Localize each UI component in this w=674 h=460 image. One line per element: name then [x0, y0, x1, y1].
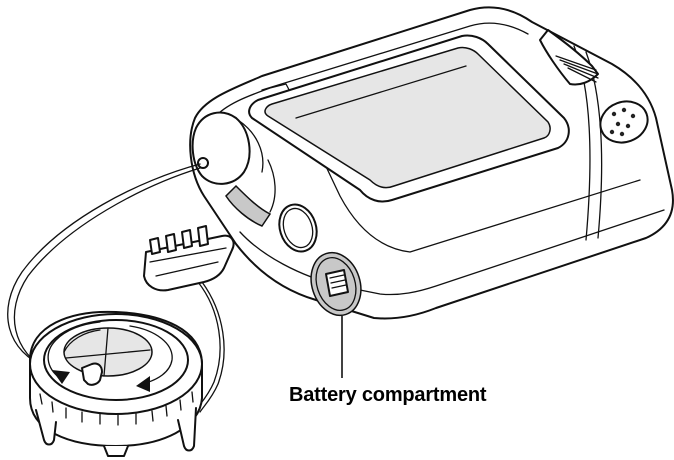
top-control-wheel	[539, 29, 599, 86]
rotate-arrow-right-icon	[129, 325, 173, 385]
rotating-cap	[29, 310, 203, 457]
battery-compartment	[310, 251, 362, 317]
display-screen	[248, 34, 570, 203]
battery-compartment-label: Battery compartment	[289, 384, 487, 406]
clip-connector	[143, 225, 235, 292]
front-round-button	[278, 203, 318, 253]
speaker-grille	[599, 100, 649, 144]
front-socket	[191, 111, 276, 227]
rotate-arrow-left-head-icon	[52, 370, 70, 384]
rotate-arrow-right-head-icon	[136, 376, 150, 392]
rotate-arrow-left-icon	[47, 321, 101, 379]
